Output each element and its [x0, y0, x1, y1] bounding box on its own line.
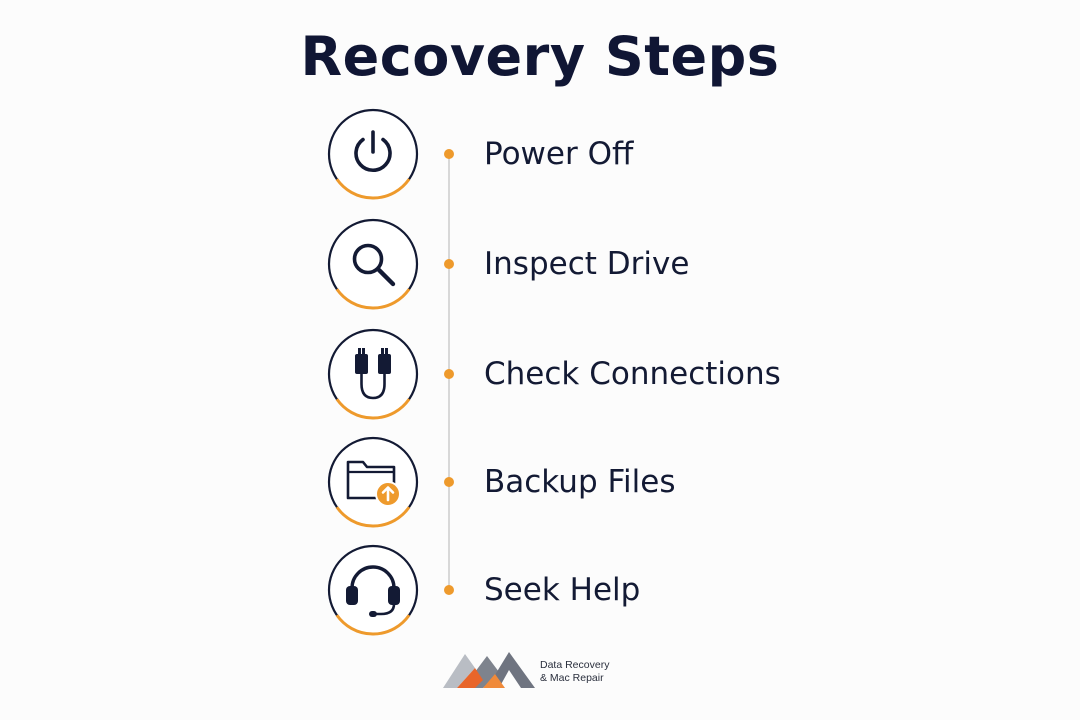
footer-line-2: & Mac Repair	[540, 672, 604, 684]
cable-icon	[355, 348, 391, 400]
step-label: Check Connections	[484, 356, 781, 392]
step-label: Seek Help	[484, 572, 641, 608]
step-icon-circle	[327, 436, 419, 528]
step-backup-files: Backup Files	[0, 436, 1080, 528]
step-label: Power Off	[484, 136, 634, 172]
step-inspect-drive: Inspect Drive	[0, 218, 1080, 310]
step-power-off: Power Off	[0, 108, 1080, 200]
step-dot	[444, 259, 454, 269]
mountain-logo-icon	[443, 652, 535, 688]
step-icon-circle	[327, 544, 419, 636]
step-icon-circle	[327, 328, 419, 420]
step-dot	[444, 369, 454, 379]
step-dot	[444, 149, 454, 159]
power-icon	[354, 130, 392, 172]
step-dot	[444, 477, 454, 487]
footer-brand: Data Recovery & Mac Repair	[443, 650, 643, 692]
step-seek-help: Seek Help	[0, 544, 1080, 636]
step-icon-circle	[327, 218, 419, 310]
page-title: Recovery Steps	[300, 25, 780, 88]
step-icon-circle	[327, 108, 419, 200]
magnifier-icon	[352, 243, 396, 287]
headset-icon	[346, 565, 400, 617]
step-label: Backup Files	[484, 464, 676, 500]
step-label: Inspect Drive	[484, 246, 690, 282]
step-dot	[444, 585, 454, 595]
footer-line-1: Data Recovery	[540, 659, 610, 671]
folder-upload-icon	[346, 460, 401, 507]
step-check-connections: Check Connections	[0, 328, 1080, 420]
